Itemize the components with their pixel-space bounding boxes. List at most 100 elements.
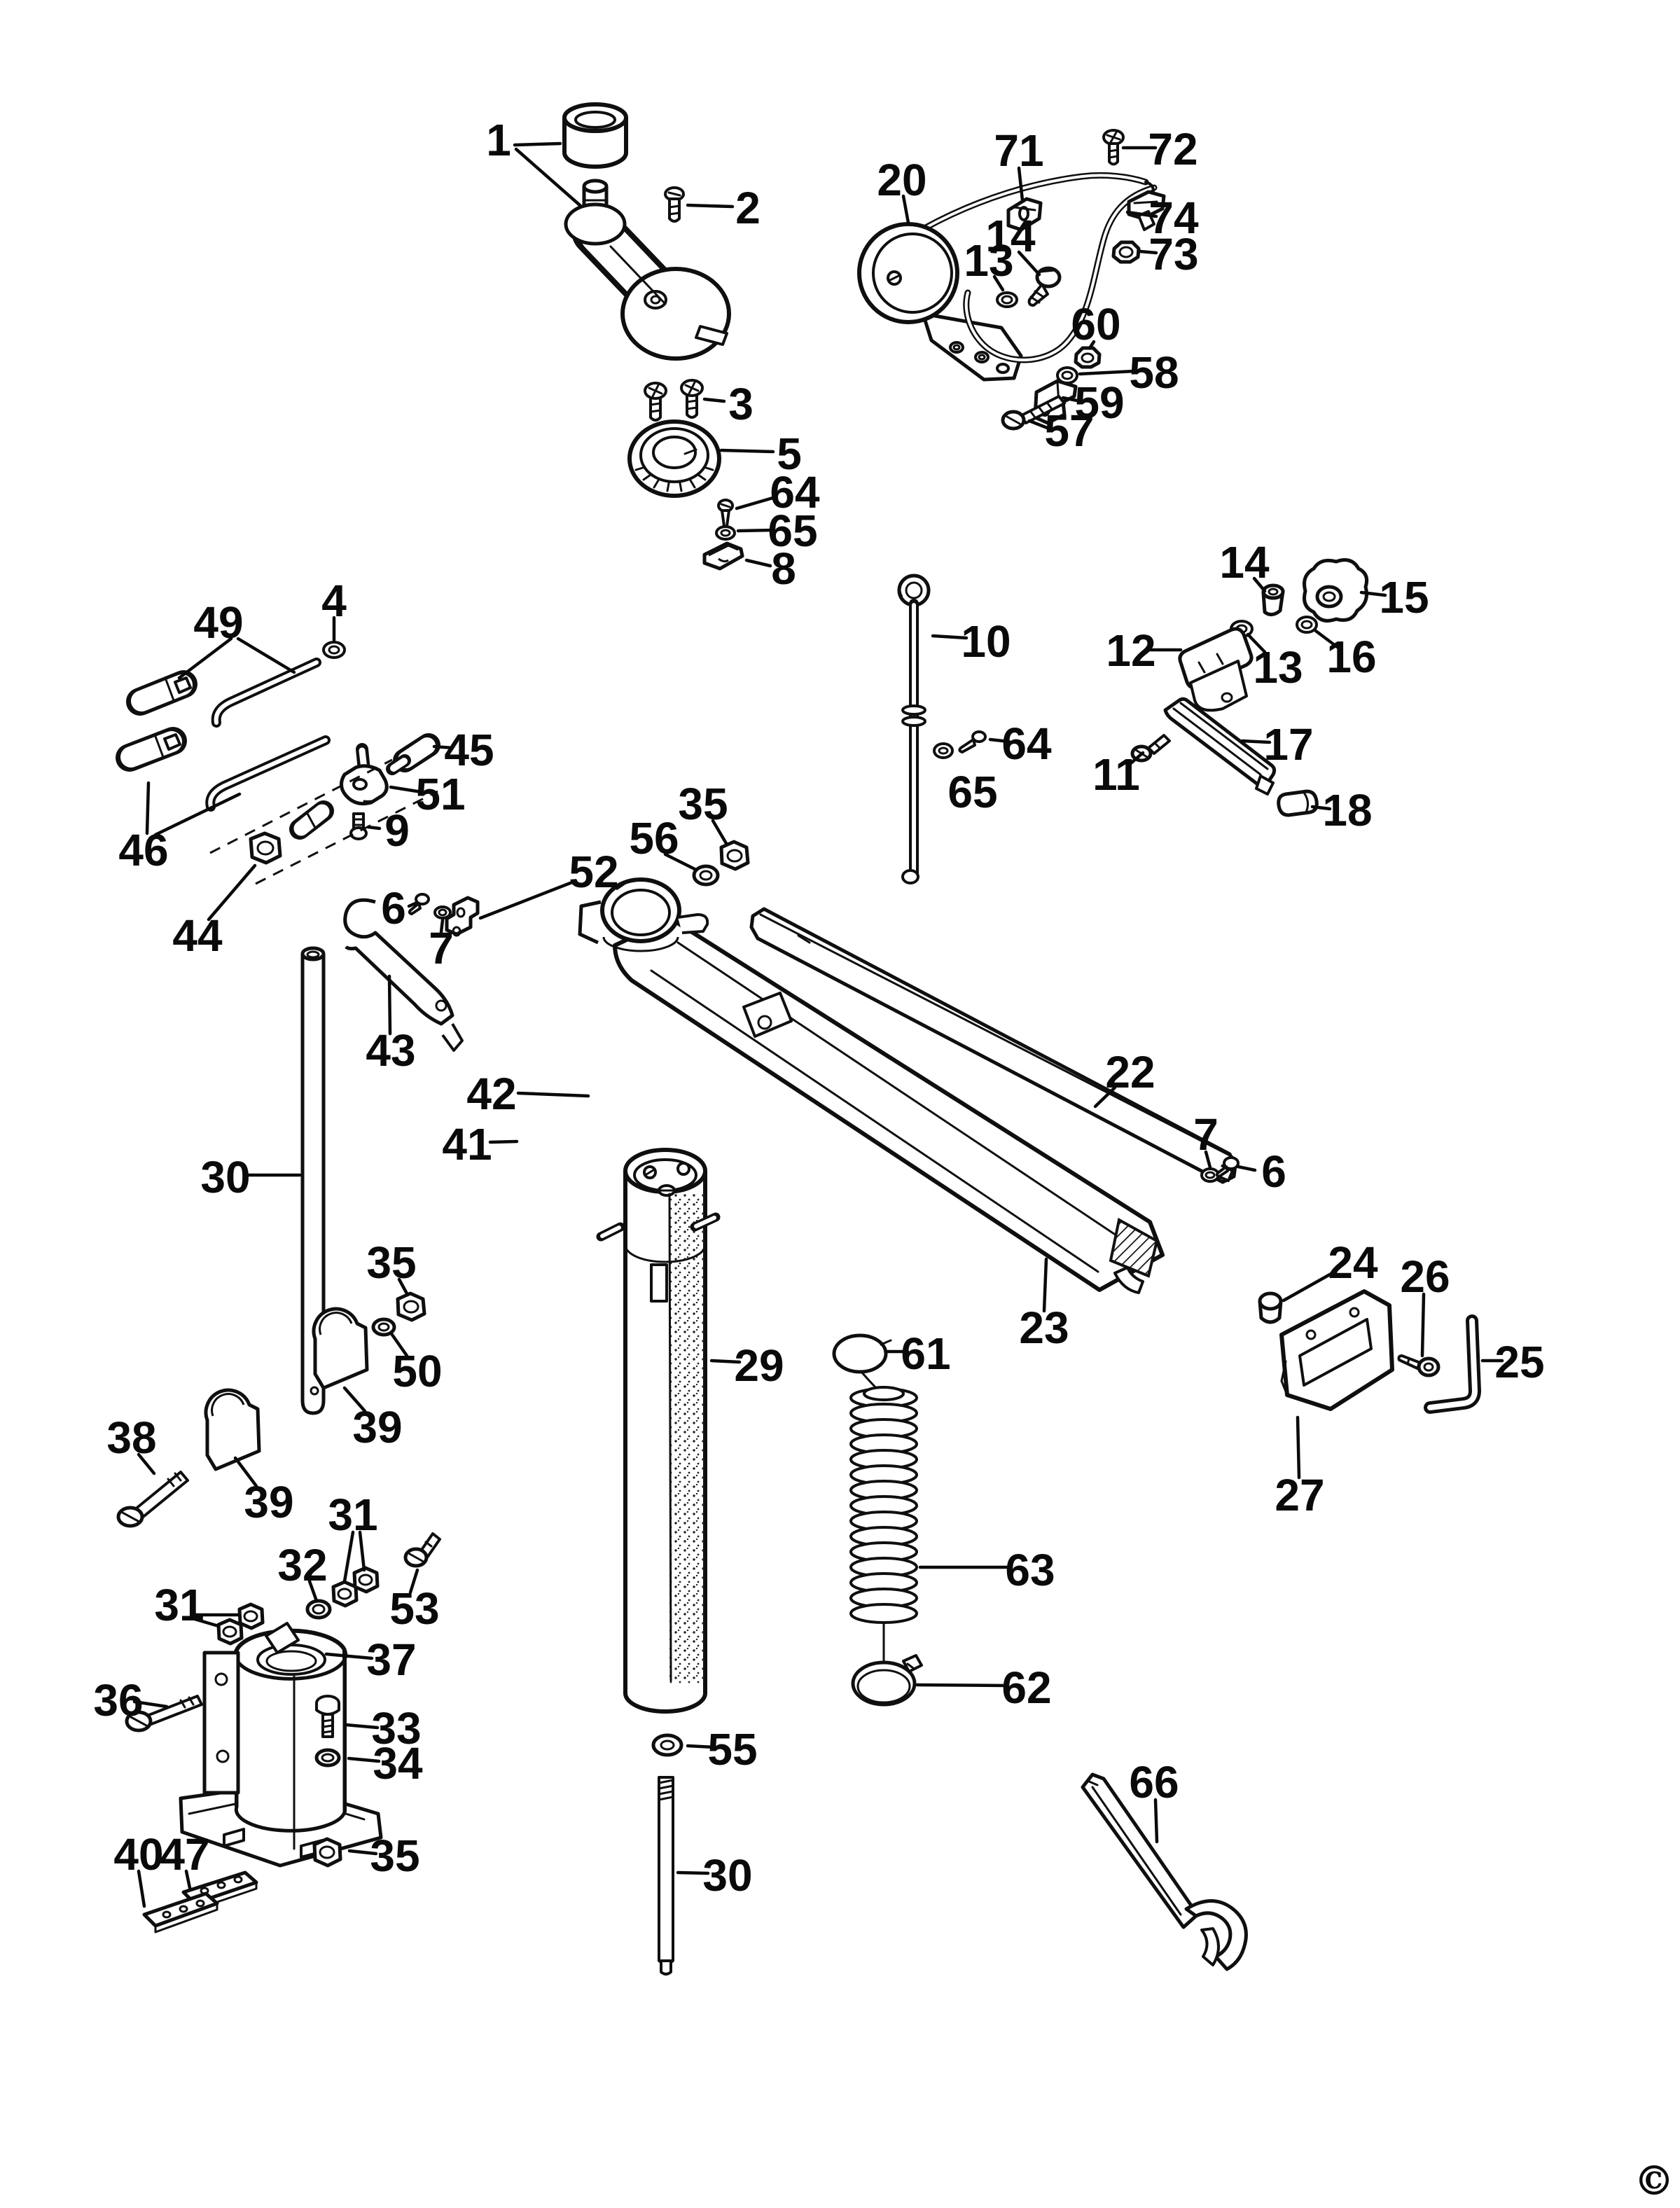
- part-43-wrench-drawing: [343, 898, 464, 1052]
- part-32-washer-drawing: [305, 1599, 332, 1620]
- part-52-clamp-drawing: [445, 896, 480, 937]
- part-45-adapter-drawing: [386, 733, 440, 775]
- callout-label-10: 10: [961, 616, 1011, 667]
- part-49-hexkey-drawing: [211, 658, 321, 728]
- part-36-bolt-drawing: [125, 1695, 203, 1733]
- callout-leader-35b: [347, 1849, 378, 1856]
- part-26-screw-drawing: [1397, 1354, 1441, 1377]
- part-16-washer-drawing: [1296, 616, 1318, 634]
- callout-label-7a: 7: [429, 923, 454, 973]
- callout-label-6a: 6: [381, 883, 406, 933]
- callout-leader-43: [387, 974, 392, 1036]
- callout-leader-74: [1125, 210, 1158, 218]
- callout-leader-73: [1138, 249, 1158, 255]
- callout-label-53: 53: [389, 1583, 439, 1634]
- part-14b-bushing-drawing: [1261, 583, 1285, 616]
- part-23-arm-drawing: [613, 917, 1165, 1294]
- callout-label-2: 2: [735, 183, 761, 233]
- callout-label-71: 71: [994, 125, 1043, 176]
- part-34-washer-drawing: [314, 1748, 341, 1768]
- callout-leader-41: [488, 1139, 519, 1144]
- callout-leader-39b: [233, 1456, 258, 1488]
- callout-label-30b: 30: [702, 1850, 752, 1901]
- callout-label-26: 26: [1400, 1251, 1450, 1302]
- callout-label-47: 47: [160, 1829, 209, 1880]
- callout-leader-31a: [193, 1617, 221, 1628]
- callout-leader-65a: [736, 528, 775, 533]
- callout-leader-50: [390, 1333, 409, 1358]
- part-64b-screw-drawing: [958, 730, 987, 754]
- callout-leader-22: [1093, 1085, 1117, 1109]
- callout-label-33: 33: [371, 1703, 421, 1754]
- callout-label-60: 60: [1071, 299, 1120, 349]
- callout-leader-1: [514, 147, 582, 207]
- part-33-bolt-drawing: [315, 1695, 340, 1738]
- callout-leader-47: [184, 1869, 192, 1890]
- part-20-bracket-drawing: [921, 312, 1023, 382]
- callout-label-56: 56: [629, 813, 679, 863]
- part-74-clip-drawing: [1127, 190, 1166, 231]
- callout-leader-39a: [342, 1386, 367, 1413]
- callout-leader-40: [137, 1869, 146, 1908]
- part-44-assembly-drawing: [209, 758, 438, 885]
- callout-label-30a: 30: [200, 1152, 250, 1202]
- part-18-bushing-drawing: [1277, 789, 1319, 817]
- callout-label-24: 24: [1328, 1237, 1378, 1288]
- part-31b-nuts-drawing: [331, 1566, 380, 1608]
- callout-leader-16: [1314, 629, 1340, 650]
- part-17-rail-drawing: [1163, 697, 1277, 796]
- callout-label-35b: 35: [370, 1831, 419, 1881]
- part-39a-clamp-drawing: [312, 1307, 369, 1390]
- part-2-screw-drawing: [664, 186, 685, 223]
- part-57-bolt-drawing: [1001, 395, 1066, 431]
- part-13a-washer-drawing: [996, 291, 1018, 308]
- callout-label-14b: 14: [1219, 537, 1270, 588]
- callout-label-50: 50: [392, 1346, 442, 1396]
- part-38-bolt-drawing: [116, 1471, 189, 1528]
- callout-label-42: 42: [466, 1069, 516, 1119]
- part-73-nut-drawing: [1111, 240, 1141, 264]
- callout-leader-46: [145, 781, 151, 835]
- callout-leader-14a: [1017, 250, 1041, 277]
- callout-label-14a: 14: [985, 211, 1036, 261]
- callout-label-55: 55: [707, 1724, 757, 1775]
- callout-label-31b: 31: [328, 1490, 377, 1540]
- part-65b-washer-drawing: [933, 742, 954, 759]
- callout-leader-59: [1061, 396, 1083, 403]
- callout-label-22: 22: [1105, 1047, 1155, 1097]
- part-60-nut-drawing: [1074, 346, 1102, 369]
- part-66-wrench-drawing: [1081, 1772, 1248, 1971]
- callout-label-63: 63: [1005, 1545, 1055, 1595]
- callout-label-64b: 64: [1001, 718, 1052, 769]
- callout-label-51: 51: [415, 769, 465, 819]
- callout-leader-3: [702, 397, 726, 403]
- callout-label-59: 59: [1074, 377, 1124, 428]
- part-20-pulley-drawing: [857, 222, 959, 324]
- callout-label-40: 40: [113, 1829, 163, 1880]
- callout-leader-56: [663, 852, 698, 872]
- callout-leader-49: [236, 637, 296, 674]
- callout-leader-24: [1282, 1270, 1337, 1303]
- callout-leader-55: [686, 1744, 716, 1749]
- callout-leader-34: [347, 1756, 381, 1763]
- callout-leader-15: [1359, 590, 1387, 597]
- callout-label-4: 4: [321, 576, 347, 626]
- part-1-crank-drawing: [564, 179, 731, 361]
- part-31a-nuts-drawing: [216, 1602, 265, 1646]
- callout-leader-52: [478, 879, 578, 920]
- callout-label-18: 18: [1322, 785, 1372, 835]
- callout-label-8: 8: [771, 543, 796, 594]
- callout-leader-36: [132, 1700, 169, 1709]
- callout-leader-7a: [439, 918, 445, 934]
- callout-label-39b: 39: [244, 1477, 293, 1527]
- callout-label-9: 9: [384, 805, 410, 856]
- part-4-washer-drawing: [322, 641, 346, 659]
- part-49-socket-drawing: [126, 670, 197, 716]
- part-12-bracket-drawing: [1178, 627, 1254, 712]
- copyright-mark: ©: [1634, 2157, 1674, 2204]
- part-10-rod-drawing: [897, 574, 931, 884]
- callout-leader-6a: [407, 901, 417, 908]
- part-24-bushing-drawing: [1258, 1291, 1283, 1324]
